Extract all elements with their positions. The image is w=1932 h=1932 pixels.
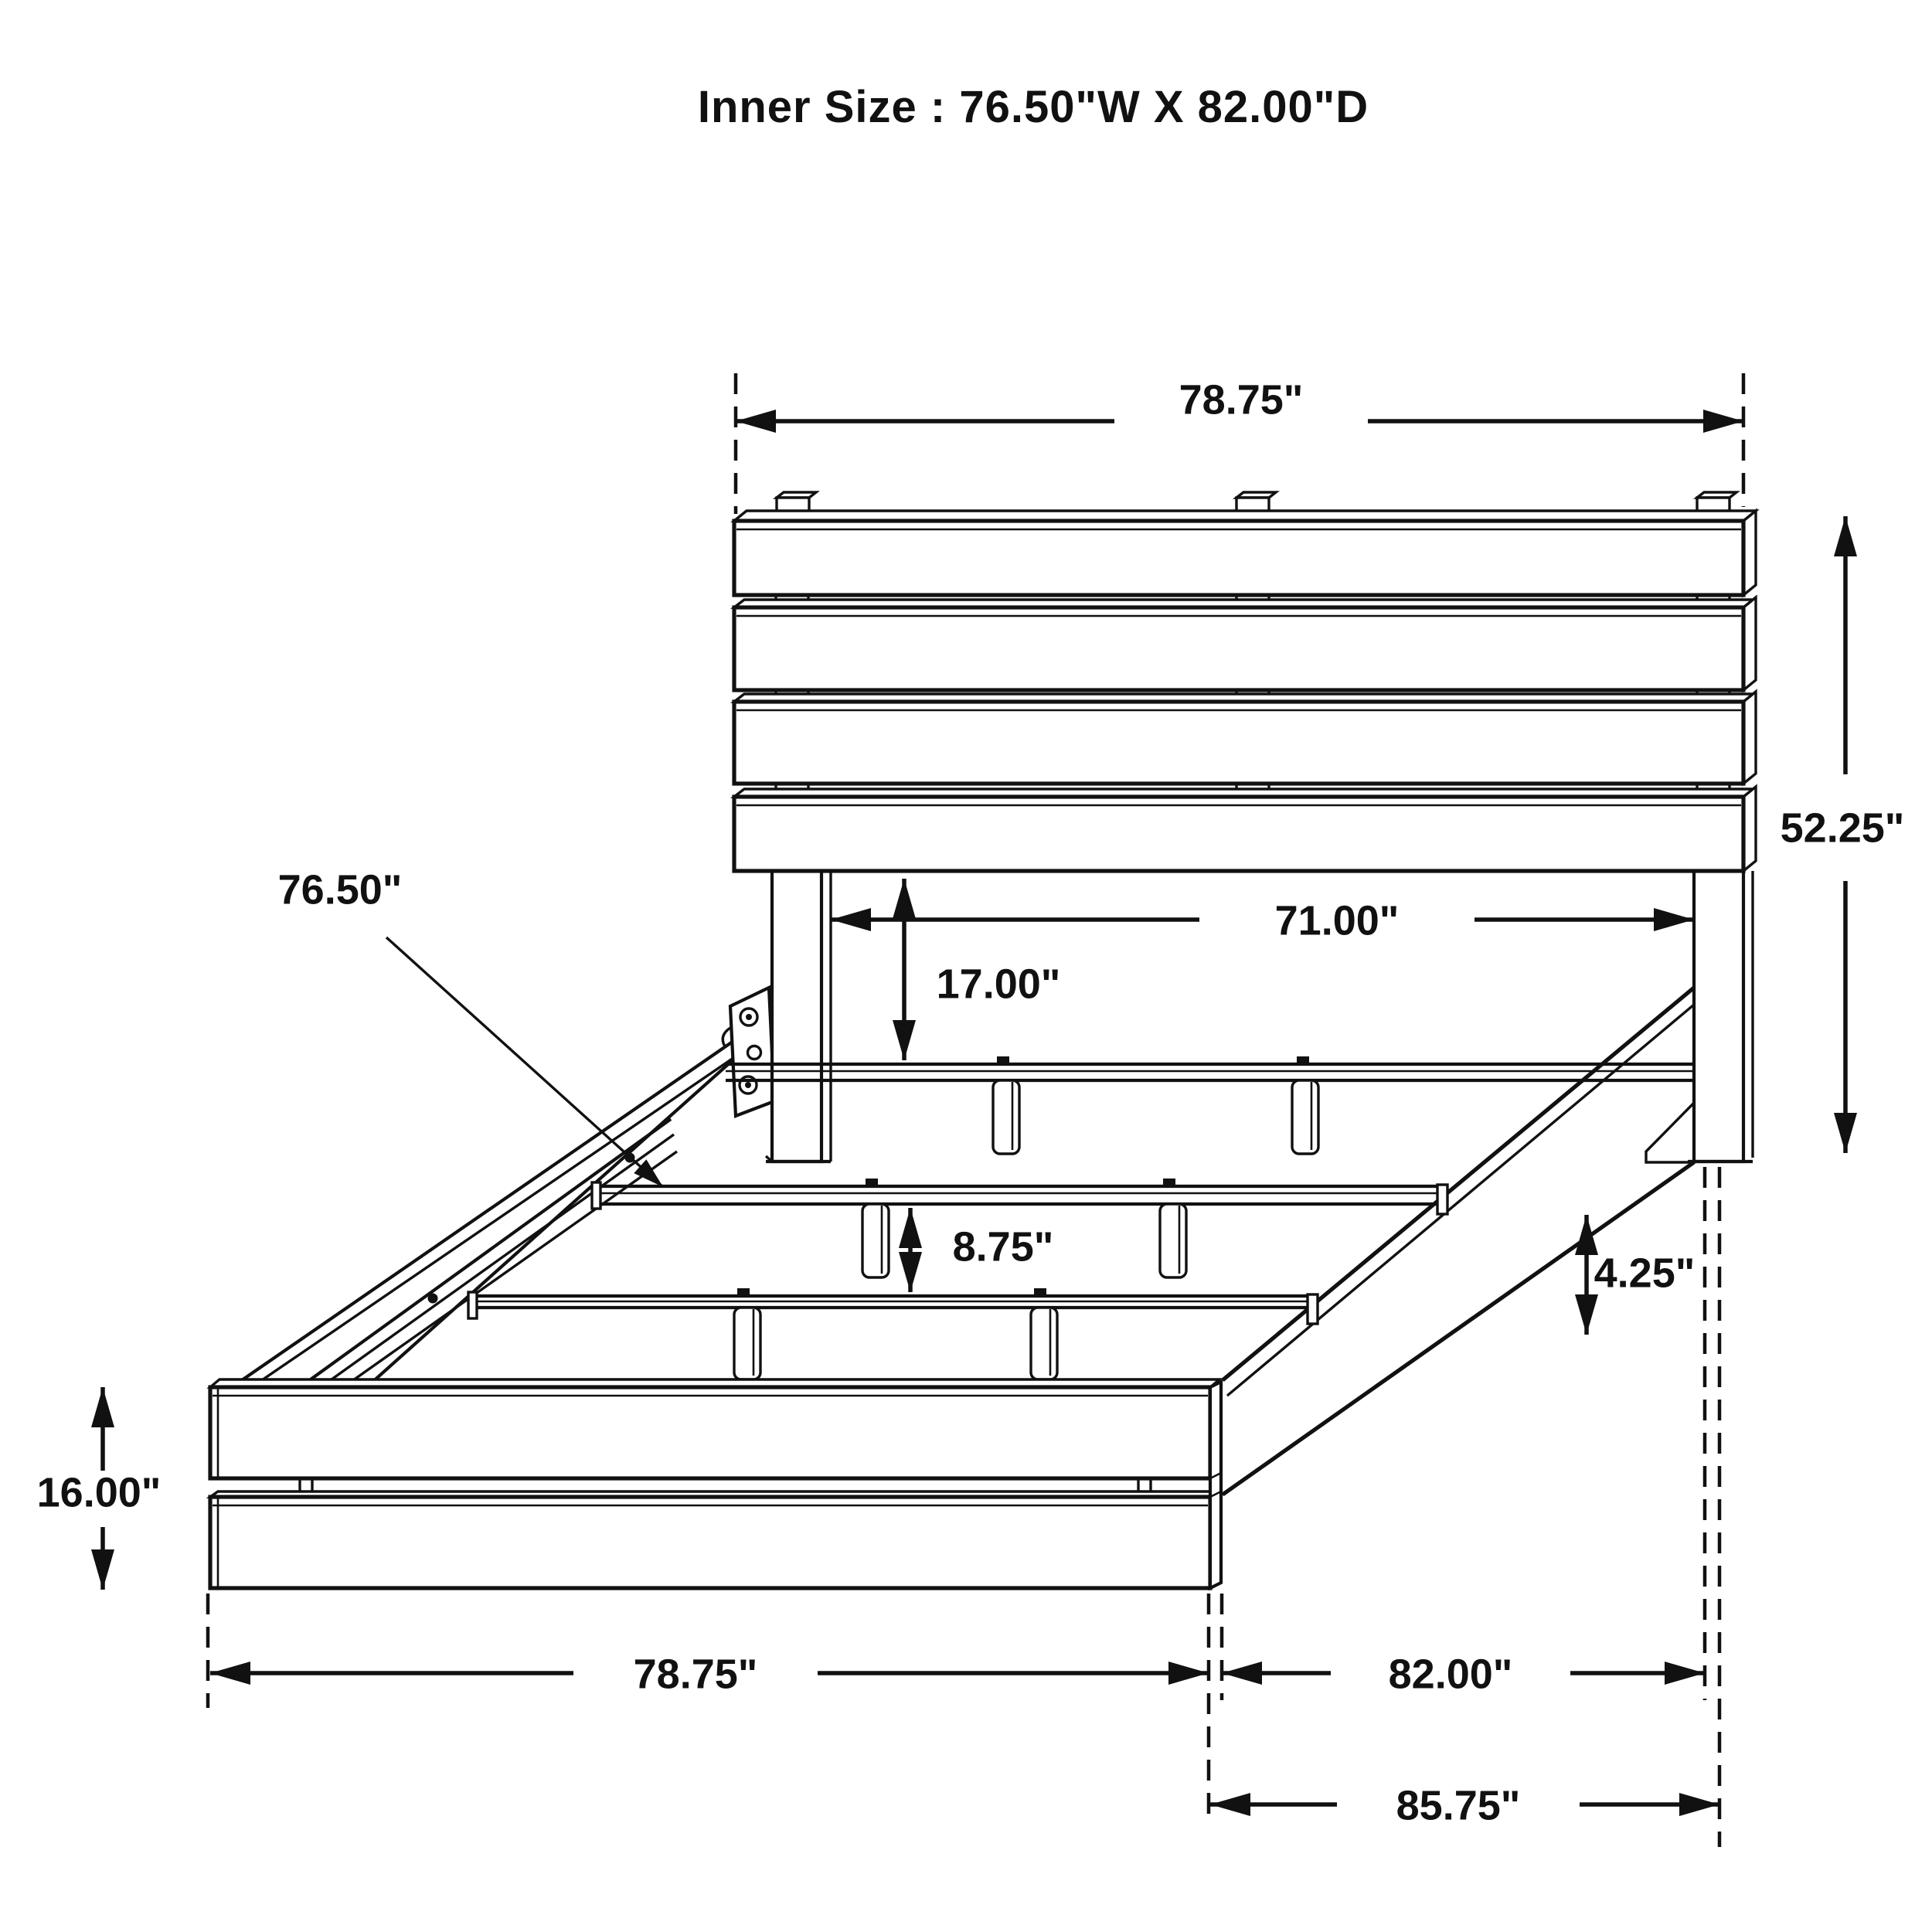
dim-label-slat-length: 76.50" (278, 866, 403, 913)
dim-side-rail-height: 4.25" (1575, 1215, 1696, 1335)
slat-rail-3 (467, 1288, 1319, 1381)
headboard-top-tabs (773, 491, 1740, 514)
footboard-top-board (208, 1385, 1213, 1481)
dim-label-footboard-height: 16.00" (37, 1469, 162, 1515)
dim-headboard-width: 78.75" (733, 373, 1746, 514)
rail-corner-gusset (1645, 1099, 1696, 1164)
dim-label-inner-width: 71.00" (1275, 897, 1400, 944)
dim-label-headboard-height: 52.25" (1781, 804, 1905, 851)
slat-rail-support-leg (1291, 1079, 1320, 1155)
dim-label-footboard-width: 78.75" (634, 1651, 758, 1697)
dim-inner-depth: 82.00" (1222, 1167, 1722, 1847)
dim-inner-width: 71.00" (831, 890, 1694, 949)
dim-label-side-rail-height: 4.25" (1594, 1250, 1696, 1296)
bed-drawing (206, 491, 1760, 1591)
slat-rail-1 (726, 1056, 1694, 1155)
dim-footboard-width: 78.75" (206, 1594, 1224, 1824)
dim-label-headboard-width: 78.75" (1179, 376, 1304, 423)
slat-rail-support-leg (992, 1079, 1021, 1155)
dim-footboard-height: 16.00" (37, 1387, 162, 1590)
dimension-annotations: 78.75" 52.25" 76.50" 71.00" 17.00" 8.75" (37, 373, 1905, 1847)
slat-rail-support-leg (733, 1306, 762, 1381)
headboard-slat (730, 784, 1757, 874)
footboard (206, 1378, 1223, 1591)
headboard-leg-left (764, 869, 832, 1164)
leader-line (385, 936, 665, 1189)
dim-under-headboard-clearance: 17.00" (893, 879, 1061, 1060)
dim-label-inner-depth: 82.00" (1389, 1651, 1513, 1697)
slat-rail-2 (590, 1179, 1449, 1279)
headboard (730, 491, 1760, 1164)
footboard-bottom-board (208, 1495, 1213, 1590)
dim-label-slat-support-height: 8.75" (953, 1223, 1054, 1270)
right-side-rail (1221, 986, 1696, 1497)
headboard-leg-right (1688, 869, 1754, 1164)
page-title: Inner Size : 76.50"W X 82.00"D (698, 82, 1369, 132)
slat-rail-support-leg (861, 1202, 890, 1279)
slat-rail-support-leg (1158, 1202, 1188, 1279)
headboard-slat (730, 594, 1757, 693)
headboard-slat (730, 508, 1760, 598)
left-side-rail (238, 1012, 778, 1391)
slat-rail-support-leg (1029, 1306, 1059, 1381)
dim-label-clearance: 17.00" (937, 961, 1061, 1007)
dim-headboard-height: 52.25" (1781, 516, 1905, 1153)
dim-overall-depth: 85.75" (1210, 1775, 1719, 1834)
dim-slat-length: 76.50" (278, 866, 665, 1189)
rail-bolt-hole (427, 1293, 438, 1304)
headboard-slat (730, 689, 1757, 787)
dim-slat-support-height: 8.75" (899, 1208, 1054, 1292)
footboard-side-face (1208, 1379, 1223, 1591)
dim-label-overall-depth: 85.75" (1396, 1782, 1521, 1828)
slat-rails (467, 1056, 1694, 1381)
